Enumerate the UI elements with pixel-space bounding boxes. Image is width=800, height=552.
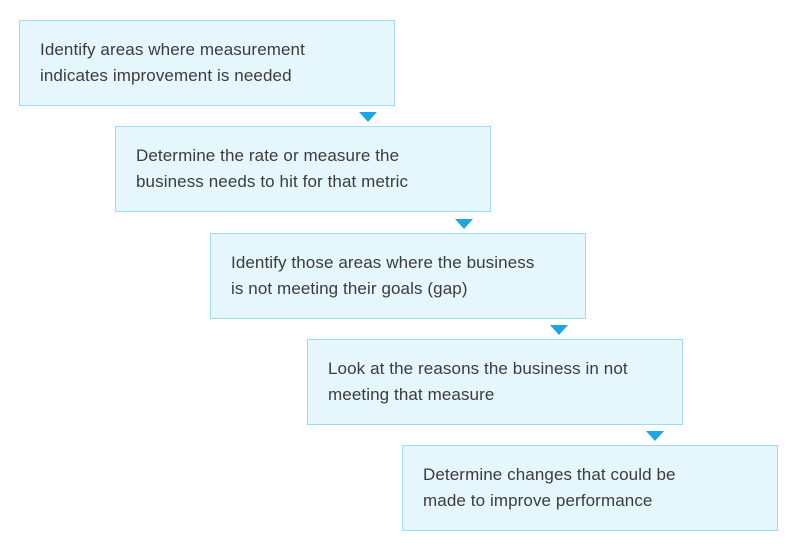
step-2-text: Determine the rate or measure the busine… [136, 146, 409, 191]
step-2-box: Determine the rate or measure the busine… [115, 126, 491, 212]
step-3-text: Identify those areas where the business … [231, 253, 535, 298]
step-4-box: Look at the reasons the business in not … [307, 339, 683, 425]
step-4-text: Look at the reasons the business in not … [328, 359, 628, 404]
down-arrow-icon [455, 219, 473, 229]
step-3-box: Identify those areas where the business … [210, 233, 586, 319]
down-arrow-icon [359, 112, 377, 122]
step-1-text: Identify areas where measurement indicat… [40, 40, 305, 85]
down-arrow-icon [646, 431, 664, 441]
step-5-text: Determine changes that could be made to … [423, 465, 676, 510]
down-arrow-icon [550, 325, 568, 335]
step-1-box: Identify areas where measurement indicat… [19, 20, 395, 106]
step-5-box: Determine changes that could be made to … [402, 445, 778, 531]
